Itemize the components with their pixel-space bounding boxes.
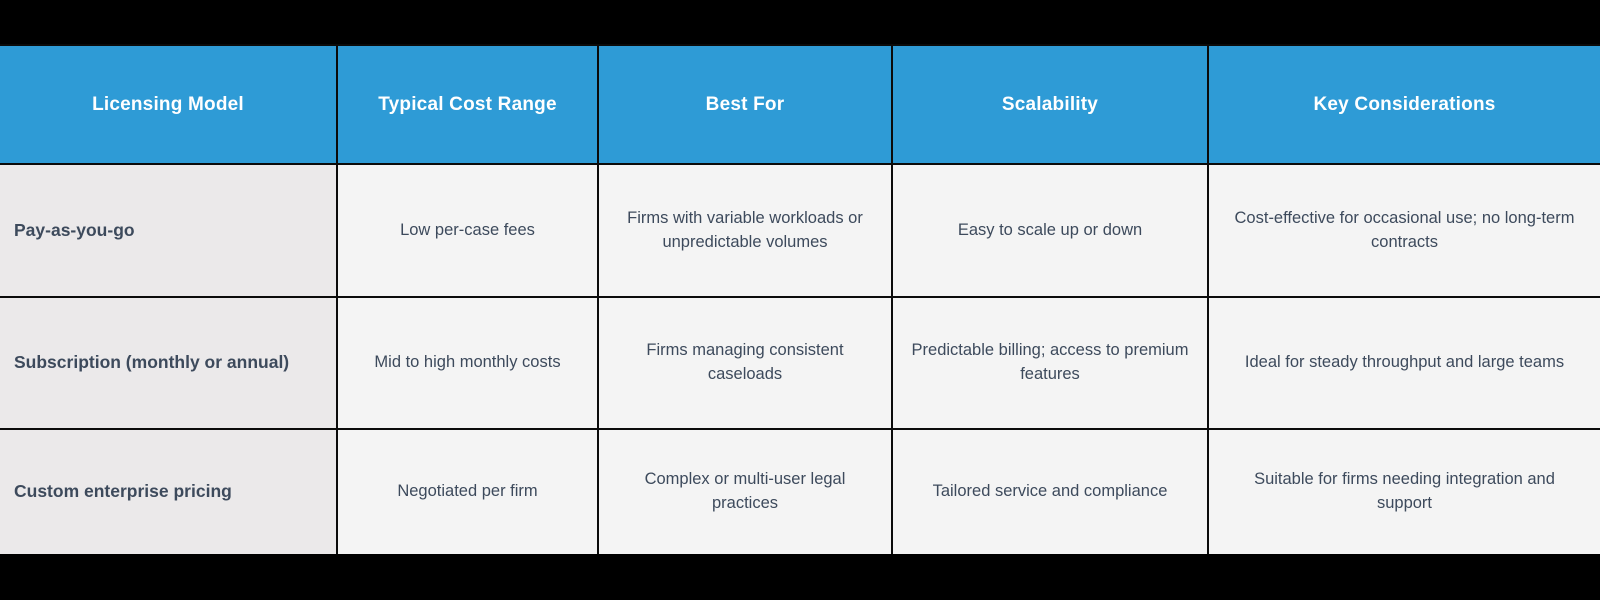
cell-key-considerations: Cost-effective for occasional use; no lo… xyxy=(1207,163,1600,298)
cell-best-for: Firms managing consistent caseloads xyxy=(597,296,893,430)
cell-licensing-model: Pay-as-you-go xyxy=(0,163,338,298)
cell-key-considerations: Suitable for firms needing integration a… xyxy=(1207,428,1600,554)
licensing-comparison-table: Licensing Model Typical Cost Range Best … xyxy=(0,44,1600,554)
table-row: Pay-as-you-go Low per-case fees Firms wi… xyxy=(0,163,1600,298)
cell-licensing-model: Subscription (monthly or annual) xyxy=(0,296,338,430)
cell-key-considerations: Ideal for steady throughput and large te… xyxy=(1207,296,1600,430)
column-header-licensing-model: Licensing Model xyxy=(0,44,338,165)
table-header-row: Licensing Model Typical Cost Range Best … xyxy=(0,44,1600,165)
column-header-scalability: Scalability xyxy=(891,44,1209,165)
table-row: Custom enterprise pricing Negotiated per… xyxy=(0,428,1600,554)
table-body: Pay-as-you-go Low per-case fees Firms wi… xyxy=(0,163,1600,554)
cell-typical-cost-range: Negotiated per firm xyxy=(336,428,599,554)
table-header: Licensing Model Typical Cost Range Best … xyxy=(0,44,1600,165)
cell-typical-cost-range: Low per-case fees xyxy=(336,163,599,298)
column-header-best-for: Best For xyxy=(597,44,893,165)
cell-scalability: Predictable billing; access to premium f… xyxy=(891,296,1209,430)
cell-typical-cost-range: Mid to high monthly costs xyxy=(336,296,599,430)
column-header-typical-cost-range: Typical Cost Range xyxy=(336,44,599,165)
cell-best-for: Firms with variable workloads or unpredi… xyxy=(597,163,893,298)
cell-licensing-model: Custom enterprise pricing xyxy=(0,428,338,554)
column-header-key-considerations: Key Considerations xyxy=(1207,44,1600,165)
cell-scalability: Easy to scale up or down xyxy=(891,163,1209,298)
comparison-table-container: Licensing Model Typical Cost Range Best … xyxy=(0,44,1600,554)
cell-best-for: Complex or multi-user legal practices xyxy=(597,428,893,554)
table-row: Subscription (monthly or annual) Mid to … xyxy=(0,296,1600,430)
cell-scalability: Tailored service and compliance xyxy=(891,428,1209,554)
